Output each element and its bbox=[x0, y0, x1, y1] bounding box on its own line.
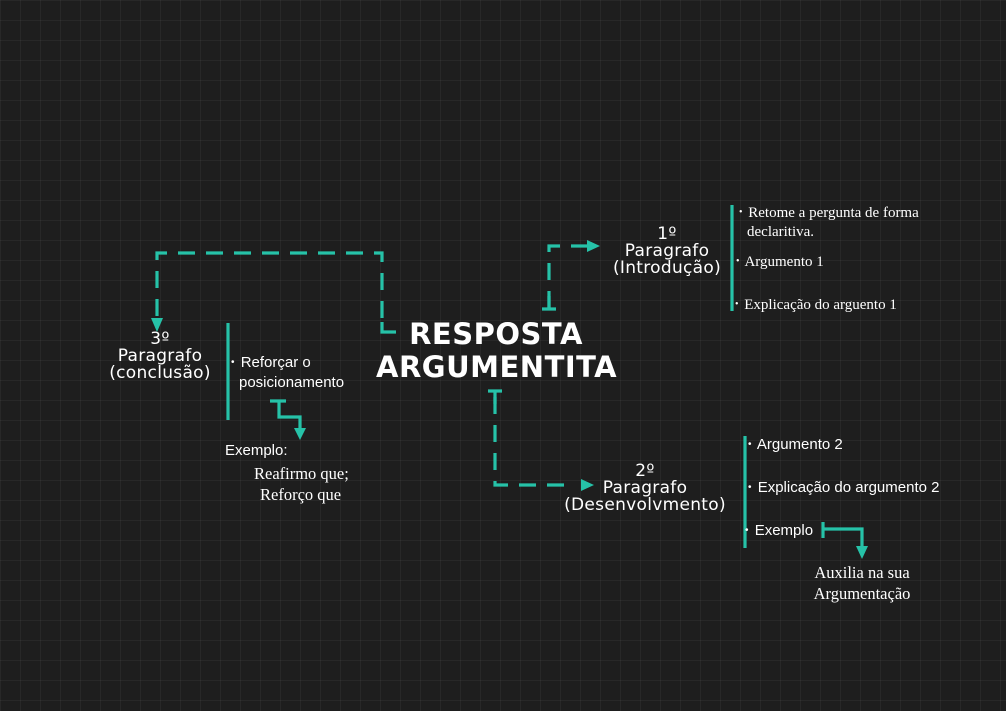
connector-cap-paragraph1 bbox=[542, 296, 556, 311]
bullet-icon: • bbox=[748, 482, 752, 493]
connector-to-paragraph2 bbox=[493, 397, 570, 487]
paragraph2-sub: (Desenvolvmento) bbox=[564, 495, 726, 515]
paragraph1-sub: (Introdução) bbox=[612, 258, 722, 278]
paragraph2-label: Paragrafo bbox=[602, 478, 688, 498]
elbow-arrowhead-paragraph2 bbox=[856, 546, 868, 559]
connector-cap-paragraph3 bbox=[380, 322, 396, 334]
connector-cap-paragraph2 bbox=[488, 389, 502, 404]
paragraph1-item-1-cont: declaritiva. bbox=[747, 224, 815, 240]
arrowhead-paragraph2 bbox=[581, 479, 594, 491]
bullet-icon: • bbox=[735, 299, 739, 310]
connector-to-paragraph3 bbox=[155, 251, 384, 318]
paragraph3-item-1: • Reforçar o bbox=[231, 354, 311, 371]
bullet-icon: • bbox=[745, 525, 749, 536]
bullet-icon: • bbox=[231, 357, 235, 368]
central-topic-line2: ARGUMENTITA bbox=[376, 350, 618, 385]
connector-to-paragraph1 bbox=[547, 244, 588, 308]
paragraph2-node: 2º Paragrafo (Desenvolvmento) bbox=[546, 463, 744, 514]
elbow-arrow-paragraph3 bbox=[270, 399, 302, 428]
paragraph1-node: 1º Paragrafo (Introdução) bbox=[595, 226, 739, 277]
paragraph2-item-3: • Exemplo bbox=[745, 522, 814, 539]
paragraph1-item-2: • Argumento 1 bbox=[736, 254, 824, 270]
arrowhead-paragraph1 bbox=[587, 240, 600, 252]
paragraph3-node: 3º Paragrafo (conclusão) bbox=[94, 331, 226, 382]
paragraph2-number: 2º bbox=[635, 461, 655, 481]
paragraph1-item-1: • Retome a pergunta de forma bbox=[739, 205, 919, 221]
paragraph3-example-line-1: Reafirmo que; bbox=[254, 464, 349, 483]
paragraph3-sub: (conclusão) bbox=[109, 363, 211, 383]
bullet-icon: • bbox=[736, 256, 740, 267]
paragraph3-example-line-2: Reforço que bbox=[260, 485, 342, 504]
elbow-arrow-paragraph2 bbox=[821, 522, 864, 546]
paragraph3-number: 3º bbox=[150, 329, 170, 349]
central-topic-line1: RESPOSTA bbox=[409, 317, 583, 351]
paragraph2-example-note: Auxilia na sua Argumentação bbox=[813, 563, 911, 604]
bullet-icon: • bbox=[739, 207, 743, 218]
paragraph1-item-3: • Explicação do arguento 1 bbox=[735, 297, 897, 313]
bullet-icon: • bbox=[748, 439, 752, 450]
paragraph1-number: 1º bbox=[657, 224, 677, 244]
paragraph3-item-1-cont: posicionamento bbox=[239, 374, 345, 391]
paragraph1-label: Paragrafo bbox=[624, 241, 710, 261]
paragraph2-item-1: • Argumento 2 bbox=[748, 436, 843, 453]
paragraph3-label: Paragrafo bbox=[117, 346, 203, 366]
paragraph3-example-label: Exemplo: bbox=[225, 442, 288, 459]
central-topic: RESPOSTA ARGUMENTITA bbox=[376, 317, 618, 385]
elbow-arrowhead-paragraph3 bbox=[294, 428, 306, 440]
paragraph2-item-2: • Explicação do argumento 2 bbox=[748, 479, 940, 496]
arrowhead-paragraph3 bbox=[151, 318, 163, 332]
